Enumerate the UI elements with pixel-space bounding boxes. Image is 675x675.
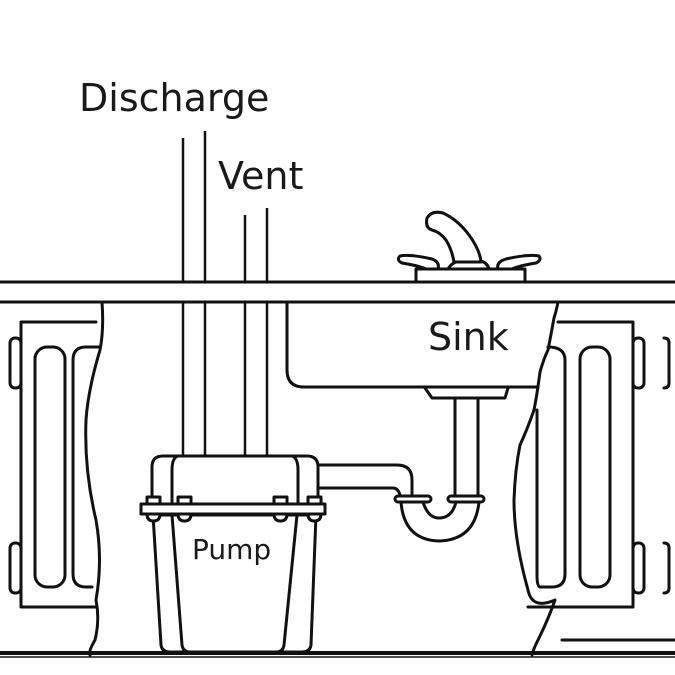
sink-label: Sink (428, 315, 509, 359)
bolt-nut-1 (145, 495, 162, 506)
sink-bowl-outline (285, 300, 540, 389)
right-door-panel-2 (578, 345, 612, 589)
discharge-pipe (181, 131, 207, 456)
pump-unit (139, 454, 327, 654)
inlet-pipe-bottom (316, 486, 402, 497)
faucet-handle-right (496, 253, 542, 271)
sink-drain-flange (423, 386, 510, 400)
vent-pipe (243, 208, 269, 456)
cutaway-edge-left (84, 300, 105, 657)
trap-bend-inner (421, 500, 458, 520)
left-hinge-bottom (8, 541, 23, 595)
left-cabinet-door (8, 320, 102, 609)
left-hinge-top (8, 336, 23, 390)
bolt-nut-3 (272, 495, 289, 506)
trap-slip-nut-left (393, 494, 433, 504)
left-door-frame (19, 320, 98, 609)
bolt-head-1 (145, 512, 162, 523)
bolt-nut-4 (306, 495, 323, 506)
p-trap (393, 494, 486, 543)
pump-lid (150, 454, 320, 503)
faucet-deck-plate (414, 267, 527, 284)
right-hinge-bottom (631, 541, 646, 595)
left-door-panel-2 (71, 345, 102, 589)
vent-label: Vent (218, 154, 303, 198)
discharge-label: Discharge (79, 76, 269, 120)
pump-bolts (145, 495, 323, 523)
faucet (396, 210, 542, 284)
bolt-nut-2 (176, 495, 193, 506)
trap-bend-outer (399, 500, 481, 543)
trap-slip-nut-right (446, 494, 486, 504)
far-right-hinge-top (662, 336, 671, 390)
floor (0, 651, 675, 658)
right-door-frame (526, 320, 635, 609)
sink-basin (285, 300, 540, 500)
faucet-handle-left (396, 253, 440, 271)
pump-tank (151, 513, 318, 654)
bolt-head-3 (272, 512, 289, 523)
pump-lid-seam-right (290, 454, 300, 505)
right-door-panel-1 (535, 345, 567, 589)
cutaway-edge-right (512, 300, 560, 657)
bolt-head-4 (306, 512, 323, 523)
pump-flange (139, 502, 327, 516)
inlet-pipe (316, 463, 414, 500)
right-hinge-top (631, 336, 646, 390)
pump-tank-seam-left (170, 513, 192, 654)
pump-tank-seam-right (274, 513, 299, 654)
bolt-head-2 (176, 512, 193, 523)
faucet-spout (425, 210, 483, 264)
inlet-pipe-top (316, 463, 414, 500)
left-door-panel-1 (33, 345, 67, 589)
far-right-hinge-bottom (662, 541, 671, 595)
right-cabinet-door (526, 320, 675, 642)
pump-label: Pump (192, 533, 271, 566)
countertop (0, 280, 675, 304)
pump-lid-seam-left (170, 454, 180, 505)
